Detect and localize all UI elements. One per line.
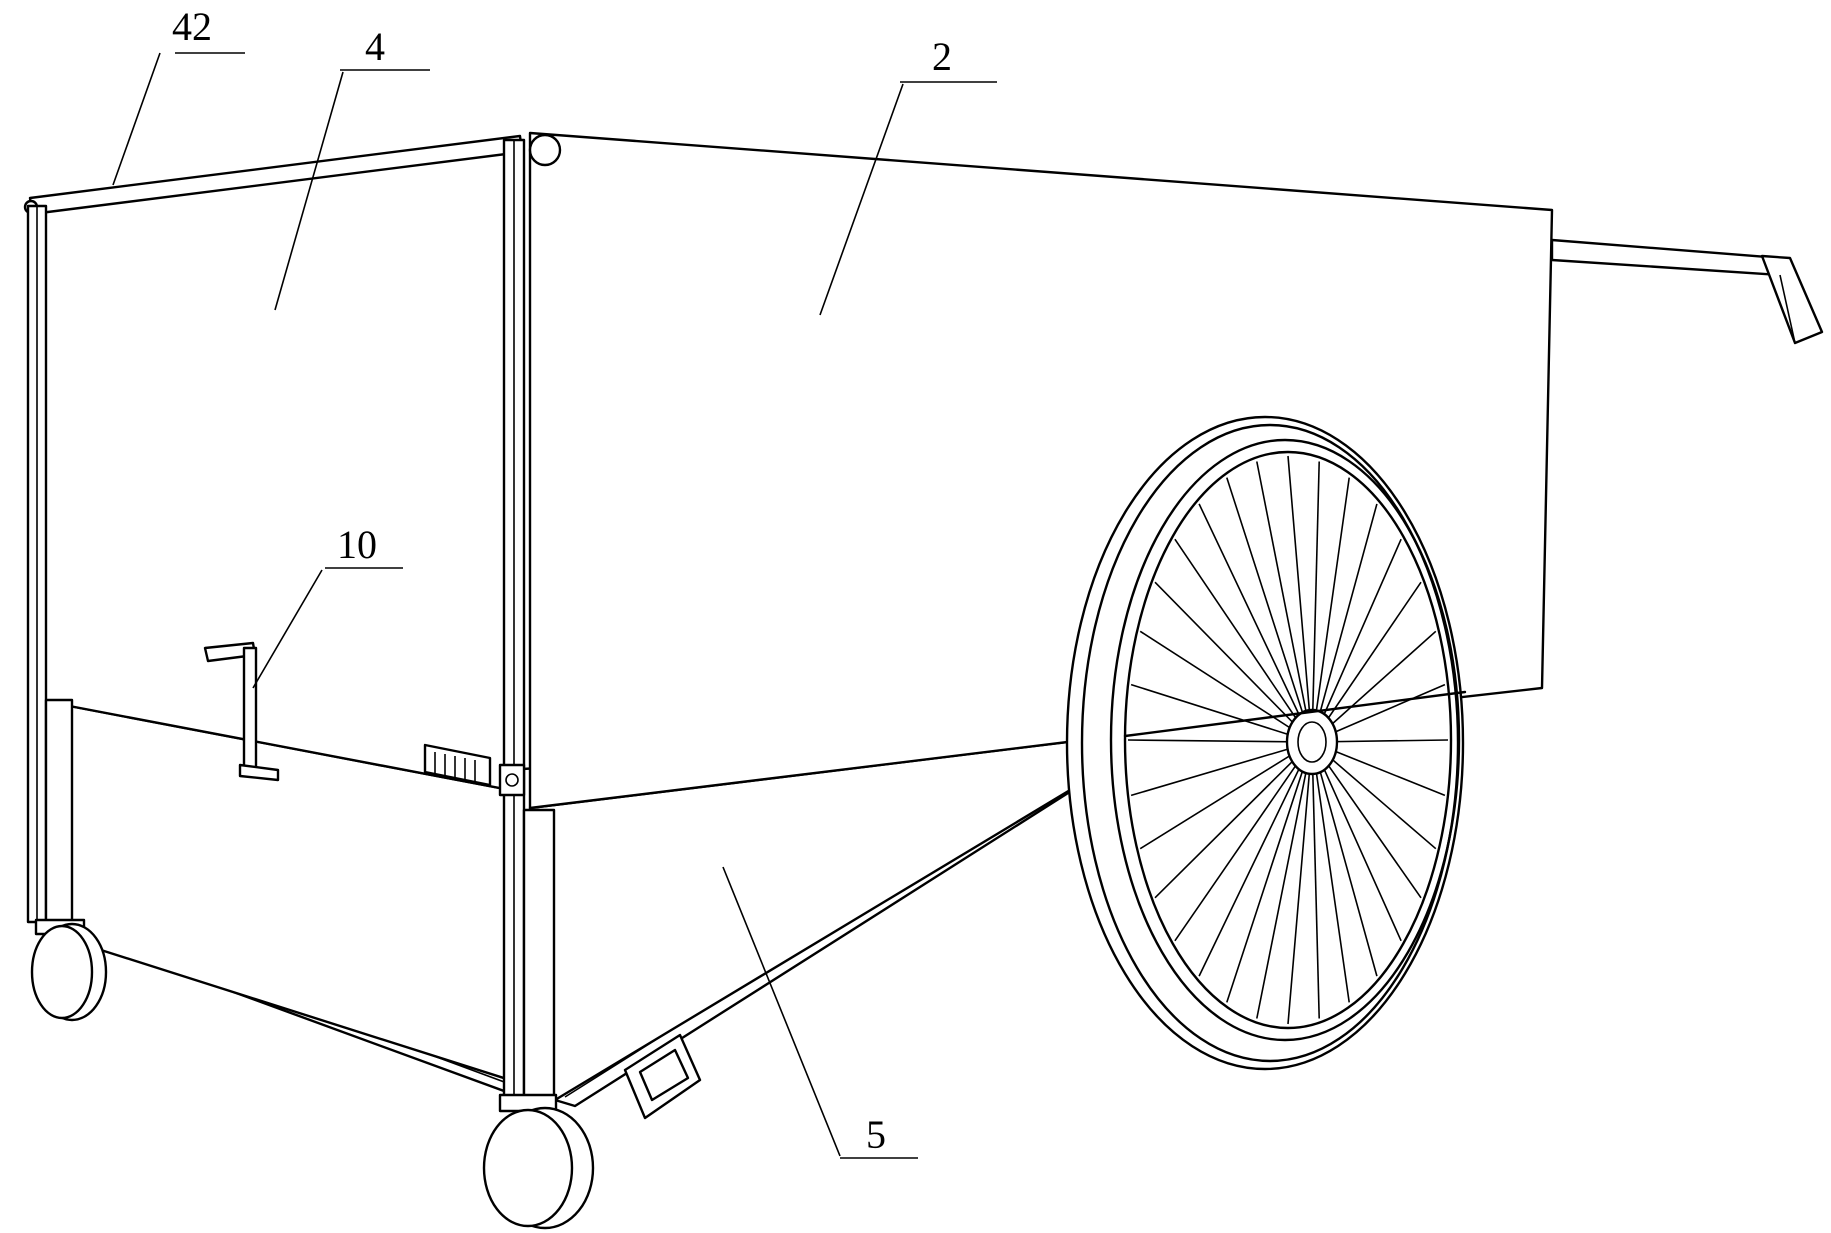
- axle-line: [1123, 690, 1467, 738]
- spoke: [1311, 741, 1422, 899]
- spoke: [1226, 477, 1313, 743]
- label-10: 10: [337, 522, 377, 567]
- label-42: 42: [172, 4, 212, 49]
- left-post: [26, 204, 74, 924]
- spoke: [1139, 741, 1313, 850]
- spoke: [1198, 741, 1313, 977]
- spoke: [1174, 538, 1313, 743]
- spoke: [1311, 741, 1350, 1003]
- spoke: [1198, 503, 1313, 743]
- spoke: [1311, 741, 1320, 1019]
- spoke: [1311, 741, 1402, 942]
- caster-wheel-left: [30, 918, 108, 1022]
- spoke: [1311, 741, 1378, 977]
- crank-lever: [203, 641, 280, 782]
- label-4: 4: [365, 24, 385, 69]
- latch-assembly: [423, 743, 526, 797]
- label-2: 2: [932, 34, 952, 79]
- spoke: [1226, 741, 1313, 1003]
- spoke: [1287, 455, 1313, 743]
- label-leaders: [112, 52, 997, 1159]
- front-panel: [36, 148, 512, 792]
- spoke: [1127, 739, 1313, 743]
- spoke: [1130, 741, 1313, 797]
- caster-wheel-center: [482, 1093, 595, 1230]
- spoke: [1130, 683, 1313, 743]
- label-5: 5: [866, 1112, 886, 1157]
- tray-handle-front: [623, 1033, 702, 1120]
- center-post: [502, 138, 556, 1102]
- spoke: [1287, 741, 1313, 1025]
- rear-handle: [1550, 238, 1824, 345]
- spoke: [1154, 741, 1313, 899]
- spoke: [1311, 477, 1350, 743]
- spoke: [1256, 461, 1313, 743]
- spoke: [1311, 581, 1422, 743]
- spoke: [1174, 741, 1313, 942]
- spoked-wheel: [1065, 415, 1465, 1071]
- spoke: [1311, 538, 1402, 743]
- spoke: [1311, 461, 1320, 743]
- spoke: [1139, 630, 1313, 743]
- spoke: [1256, 741, 1313, 1019]
- spoke: [1311, 503, 1378, 743]
